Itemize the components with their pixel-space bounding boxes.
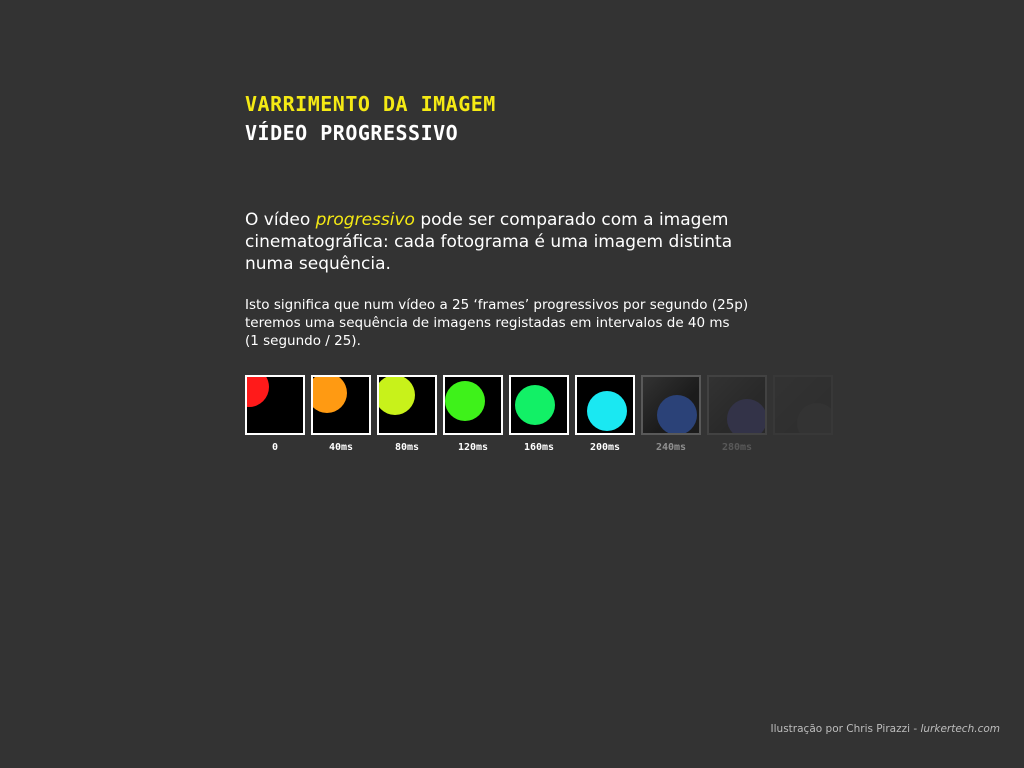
detail-line-1: Isto significa que num vídeo a 25 ‘frame… (245, 297, 749, 313)
frame-sequence: 0 40ms 80ms 120ms 160ms 200ms 240ms 280ms (245, 375, 833, 465)
slide-subtitle: VÍDEO PROGRESSIVO (245, 121, 459, 145)
credit-line: Ilustração por Chris Pirazzi - lurkertec… (771, 723, 1000, 735)
frame-5-svg (515, 385, 555, 425)
frame-5-ball (515, 385, 555, 425)
frame-1-svg (247, 377, 269, 407)
lead-text-before: O vídeo (245, 210, 316, 230)
frame-7-svg (657, 395, 697, 433)
frame-4-label: 120ms (457, 442, 489, 453)
detail-line-3: (1 segundo / 25). (245, 333, 361, 349)
frame-9-ball (797, 403, 831, 433)
frame-7 (641, 375, 701, 435)
credit-site: lurkertech.com (920, 723, 1000, 735)
frame-2 (311, 375, 371, 435)
credit-prefix: Ilustração por Chris Pirazzi - (770, 723, 921, 735)
frame-2-ball (313, 377, 347, 413)
frame-7-label: 240ms (655, 442, 687, 453)
frame-6-svg (587, 391, 627, 431)
lead-text-after: pode ser comparado com a imagem cinemato… (245, 210, 733, 274)
frame-8-label: 280ms (721, 442, 753, 453)
frame-4-svg (445, 381, 485, 421)
frame-1-ball (247, 377, 269, 407)
lead-paragraph: O vídeo progressivo pode ser comparado c… (245, 209, 775, 275)
frame-8-svg (727, 399, 765, 433)
frame-8 (707, 375, 767, 435)
frame-3-label: 80ms (394, 442, 420, 453)
frame-4-ball (445, 381, 485, 421)
frame-5-label: 160ms (523, 442, 555, 453)
detail-line-2: teremos uma sequência de imagens regista… (245, 315, 730, 331)
slide-title: VARRIMENTO DA IMAGEM (245, 92, 496, 116)
frame-2-svg (313, 377, 347, 413)
frame-6-ball (587, 391, 627, 431)
frame-9-svg (797, 403, 831, 433)
frame-6 (575, 375, 635, 435)
frame-4 (443, 375, 503, 435)
frame-9 (773, 375, 833, 435)
frame-1 (245, 375, 305, 435)
frame-3-svg (379, 377, 415, 415)
frame-1-label: 0 (271, 442, 279, 453)
frame-3 (377, 375, 437, 435)
frame-2-label: 40ms (328, 442, 354, 453)
frame-8-ball (727, 399, 765, 433)
lead-highlight: progressivo (315, 210, 415, 230)
detail-paragraph: Isto significa que num vídeo a 25 ‘frame… (245, 296, 785, 350)
frame-6-label: 200ms (589, 442, 621, 453)
frame-3-ball (379, 377, 415, 415)
frame-5 (509, 375, 569, 435)
frame-7-ball (657, 395, 697, 433)
